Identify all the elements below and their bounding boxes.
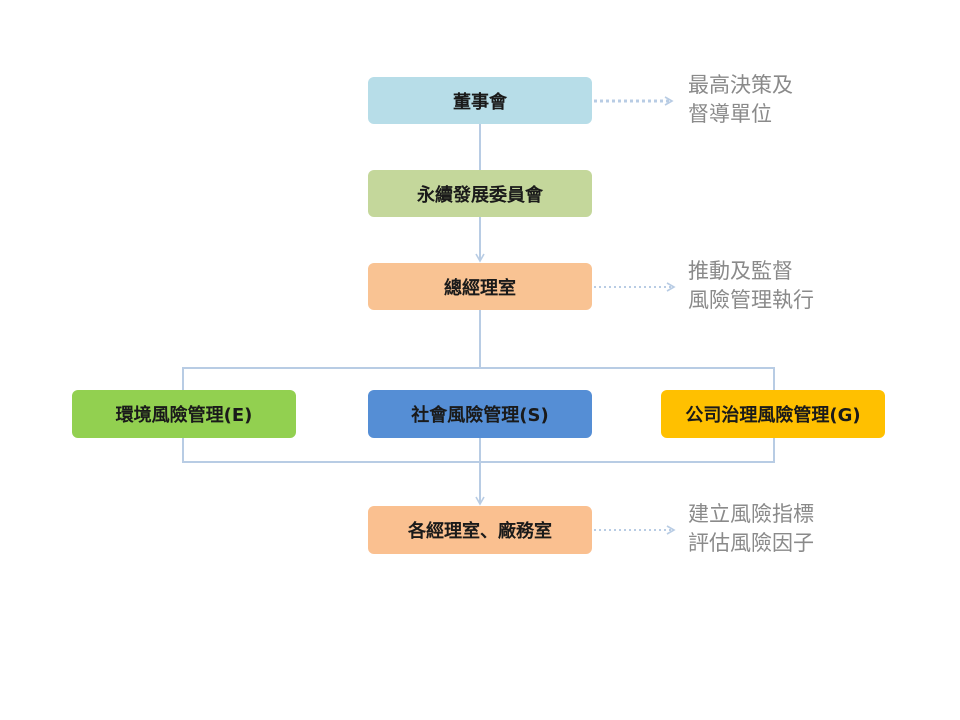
node-governance: 公司治理風險管理(G) xyxy=(661,390,885,438)
node-committee-label: 永續發展委員會 xyxy=(417,184,543,206)
note-depts-line-1: 建立風險指標 xyxy=(688,502,814,526)
node-social-label: 社會風險管理(S) xyxy=(411,405,549,426)
node-board-label: 董事會 xyxy=(453,91,507,113)
node-gm-office-label: 總經理室 xyxy=(444,277,516,299)
node-governance-label: 公司治理風險管理(G) xyxy=(685,405,861,426)
node-board: 董事會 xyxy=(368,77,592,124)
note-depts-line-2: 評估風險因子 xyxy=(688,531,814,555)
note-depts: 建立風險指標 評估風險因子 xyxy=(688,500,814,558)
note-gm-office-line-1: 推動及監督 xyxy=(688,259,793,283)
node-social: 社會風險管理(S) xyxy=(368,390,592,438)
note-board: 最高決策及 督導單位 xyxy=(688,71,793,129)
node-gm-office: 總經理室 xyxy=(368,263,592,310)
node-depts-label: 各經理室、廠務室 xyxy=(408,521,552,542)
note-board-line-2: 督導單位 xyxy=(688,102,772,126)
node-depts: 各經理室、廠務室 xyxy=(368,506,592,554)
note-board-line-1: 最高決策及 xyxy=(688,73,793,97)
node-environment: 環境風險管理(E) xyxy=(72,390,296,438)
note-gm-office: 推動及監督 風險管理執行 xyxy=(688,257,814,315)
node-committee: 永續發展委員會 xyxy=(368,170,592,217)
node-environment-label: 環境風險管理(E) xyxy=(115,405,253,426)
note-gm-office-line-2: 風險管理執行 xyxy=(688,288,814,312)
